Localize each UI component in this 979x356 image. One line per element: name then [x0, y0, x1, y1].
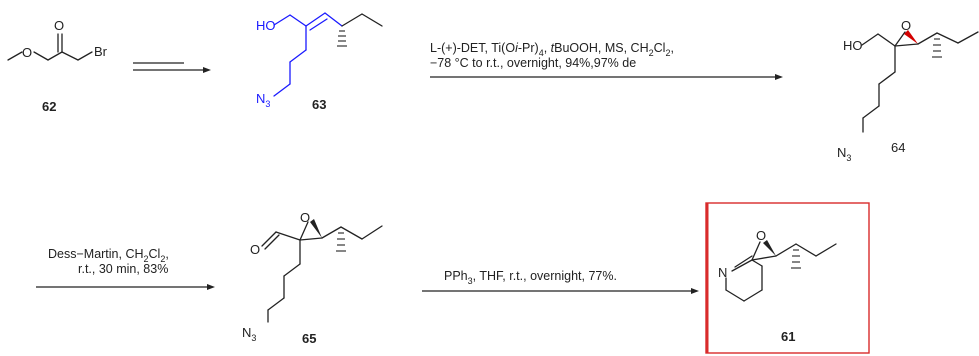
- compound-61: N O 61: [705, 202, 870, 354]
- atom-oxygen-carbonyl: O: [54, 18, 64, 33]
- atom-hydroxyl: HO: [256, 18, 276, 33]
- conditions-step2-line1: L-(+)-DET, Ti(Oi-Pr)4, tBuOOH, MS, CH2Cl…: [430, 41, 674, 58]
- compound-number-61: 61: [781, 329, 795, 344]
- conditions-step2-line2: −78 °C to r.t., overnight, 94%,97% de: [430, 56, 636, 70]
- multistep-arrow-1: [133, 62, 211, 73]
- compound-number-63: 63: [312, 97, 326, 112]
- atom-bromine: Br: [94, 44, 108, 59]
- atom-azide: N3: [837, 145, 851, 163]
- atom-epoxide-oxygen: O: [300, 210, 310, 225]
- conditions-step4-line1: PPh3, THF, r.t., overnight, 77%.: [444, 269, 617, 286]
- compound-62: O O Br 62: [7, 18, 108, 114]
- atom-imine-nitrogen: N: [718, 265, 727, 280]
- atom-epoxide-oxygen: O: [756, 228, 766, 243]
- compound-number-62: 62: [42, 99, 56, 114]
- atom-hydroxyl: HO: [843, 38, 863, 53]
- atom-azide: N3: [256, 91, 270, 109]
- atom-azide: N3: [242, 325, 256, 343]
- atom-oxygen-ester: O: [22, 45, 32, 60]
- compound-number-65: 65: [302, 331, 316, 346]
- reaction-arrow-4: PPh3, THF, r.t., overnight, 77%.: [422, 269, 699, 294]
- compound-64: HO O N3 64: [837, 18, 979, 163]
- atom-epoxide-oxygen: O: [901, 18, 911, 33]
- atom-aldehyde-oxygen: O: [250, 242, 260, 257]
- compound-65: O O N3 65: [242, 210, 383, 346]
- compound-63: HO N3 63: [256, 12, 383, 112]
- conditions-step3-line1: Dess−Martin, CH2Cl2,: [48, 247, 169, 264]
- conditions-step3-line2: r.t., 30 min, 83%: [78, 262, 168, 276]
- compound-number-64: 64: [891, 140, 905, 155]
- reaction-arrow-2: L-(+)-DET, Ti(Oi-Pr)4, tBuOOH, MS, CH2Cl…: [430, 41, 783, 80]
- reaction-arrow-3: Dess−Martin, CH2Cl2, r.t., 30 min, 83%: [36, 247, 215, 290]
